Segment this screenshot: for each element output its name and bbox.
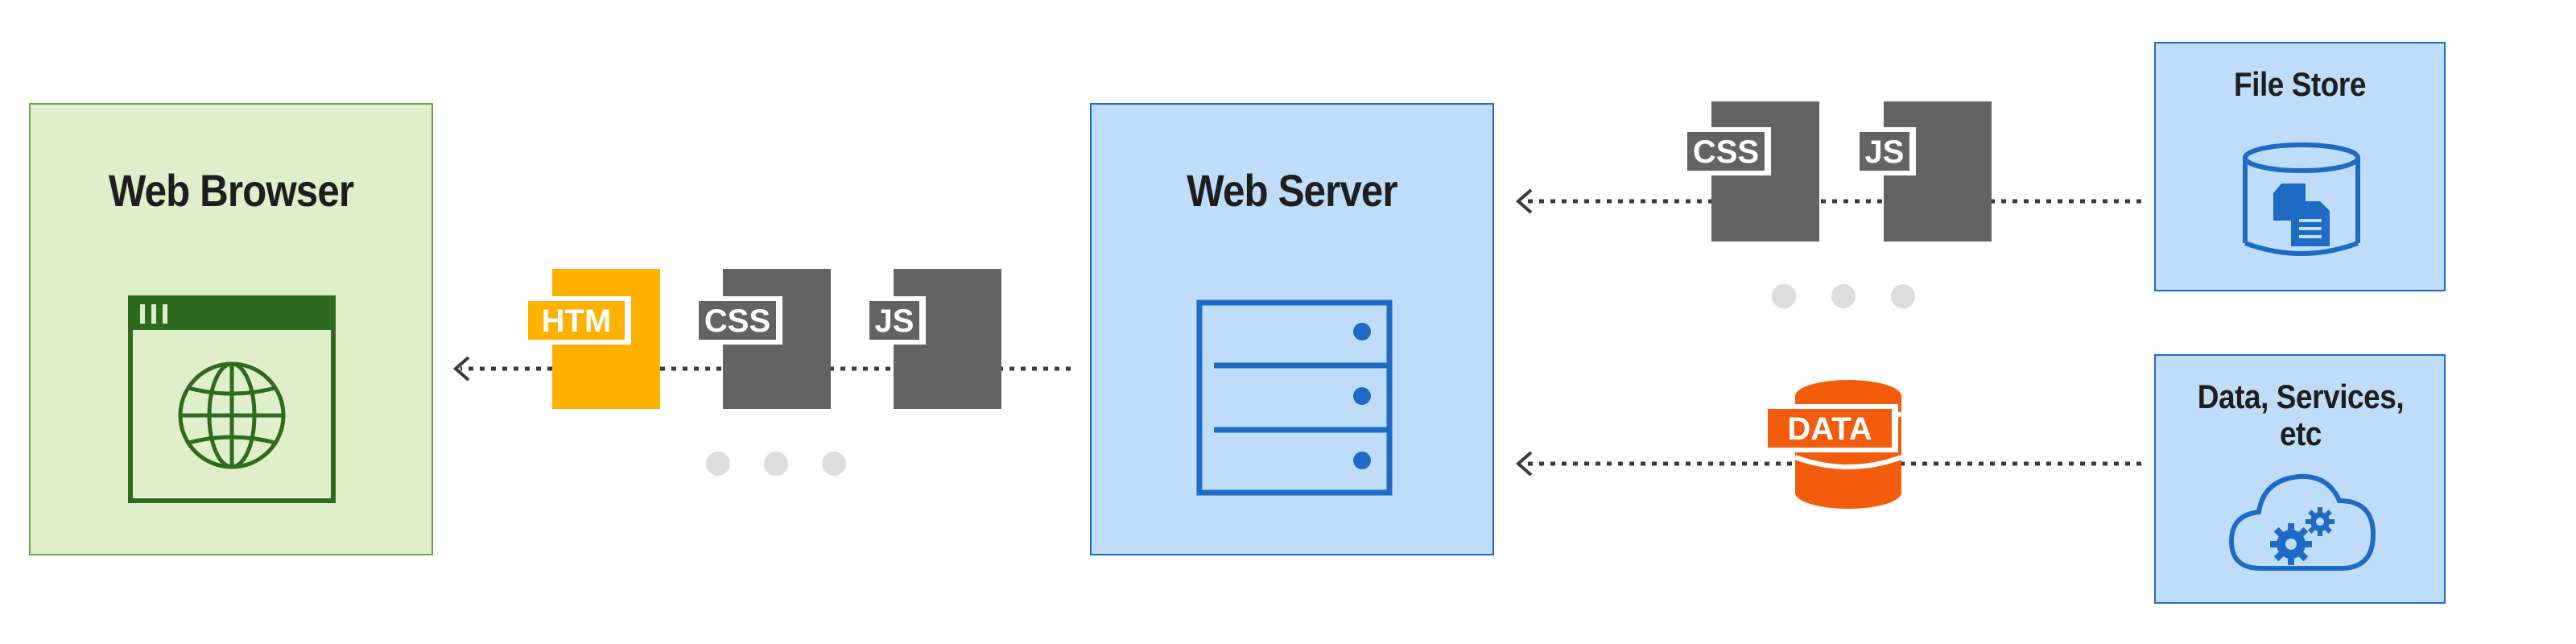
data-services-title: Data, Services, etc: [2197, 378, 2405, 452]
file-store-title: File Store: [2233, 65, 2367, 103]
web-browser-title: Web Browser: [108, 165, 354, 216]
data-to-server-arrowhead: [1515, 451, 1533, 477]
html-file-label: HTM: [542, 303, 612, 339]
cloud-gears-icon: [2228, 473, 2376, 571]
ellipsis-icon: [706, 452, 846, 476]
data-services-box: Data, Services, etc: [2154, 354, 2446, 604]
css-file-label: CSS: [704, 303, 770, 339]
css-file-icon: CSS: [692, 269, 831, 409]
store-ellipsis-icon: [1772, 284, 1915, 308]
store-css-file-icon: CSS: [1681, 101, 1819, 242]
files-to-browser-group: HTM CSS JS: [522, 269, 1001, 476]
server-to-browser-arrowhead: [452, 356, 470, 382]
data-badge-label: DATA: [1787, 411, 1872, 447]
store-js-file-label: JS: [1865, 134, 1905, 170]
web-server-box: Web Server: [1090, 103, 1494, 555]
js-file-icon: JS: [863, 269, 1001, 409]
store-js-file-icon: JS: [1853, 101, 1992, 242]
server-rack-icon: [1196, 299, 1393, 496]
files-from-store-group: CSS JS: [1681, 101, 1992, 308]
web-browser-box: Web Browser: [29, 103, 433, 555]
web-server-title: Web Server: [1187, 165, 1397, 216]
store-to-server-arrowhead: [1515, 188, 1533, 214]
file-store-box: File Store: [2154, 42, 2446, 291]
js-file-label: JS: [875, 303, 914, 339]
database-files-icon: [2243, 142, 2360, 256]
data-db-icon: DATA: [1761, 380, 1903, 509]
html-file-icon: HTM: [522, 269, 660, 409]
store-css-file-label: CSS: [1693, 134, 1759, 170]
browser-window-globe-icon: [128, 295, 336, 503]
